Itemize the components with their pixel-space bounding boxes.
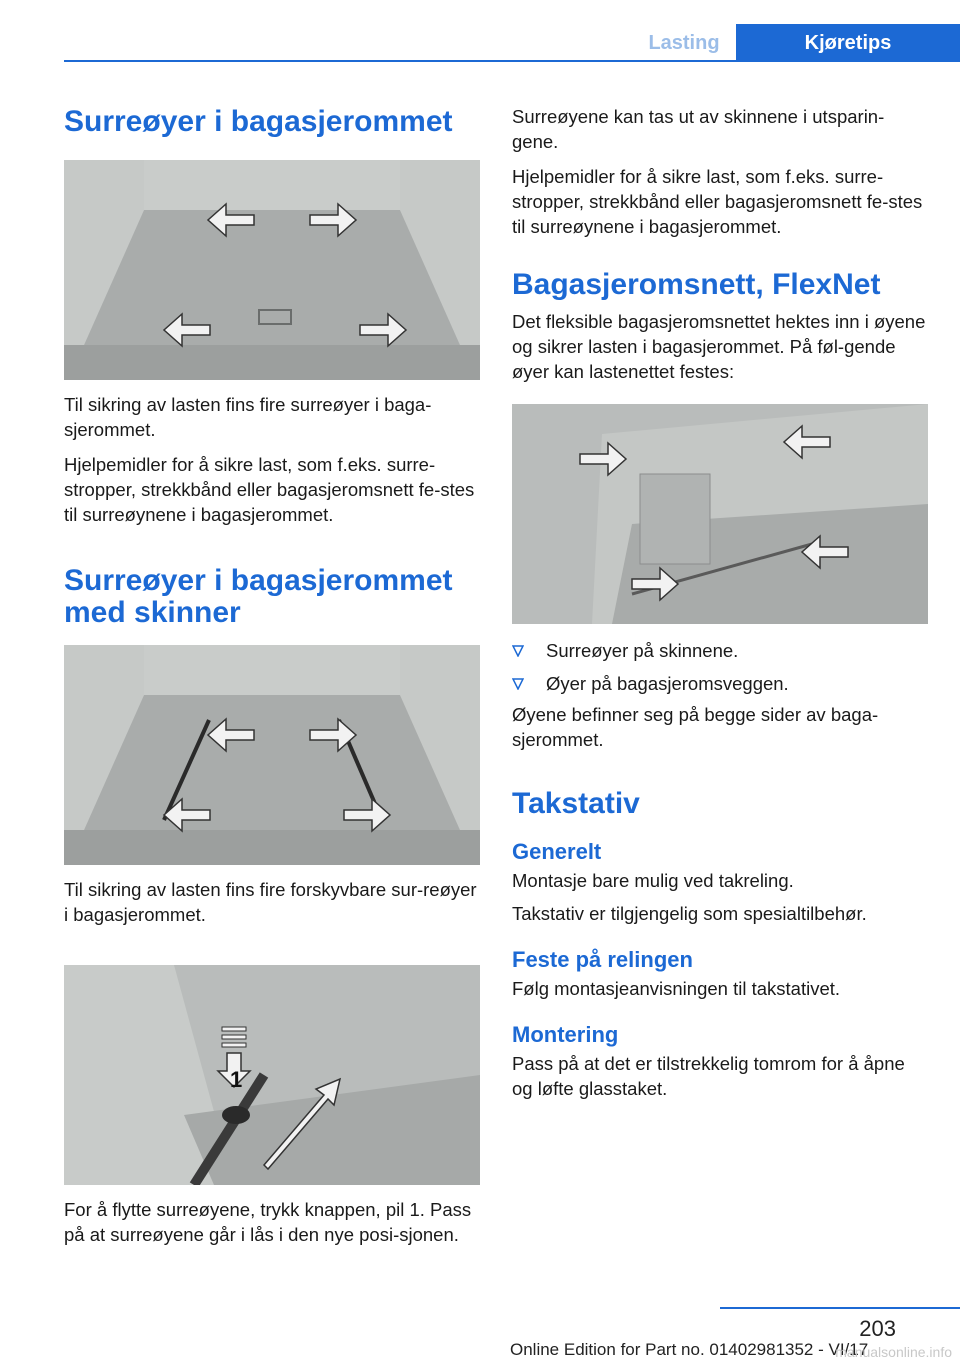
tab-kjoretips-label: Kjøretips — [804, 31, 892, 54]
cargo-area-image-2 — [64, 645, 480, 865]
subheading-general: Generelt — [512, 839, 602, 864]
paragraph: For å flytte surreøyene, trykk knappen, … — [64, 1199, 472, 1245]
paragraph: Takstativ er tilgjengelig som spesialtil… — [512, 903, 867, 924]
cargo-area-image-1 — [64, 160, 480, 380]
list-item-text: Øyer på bagasjeromsveggen. — [546, 673, 789, 694]
heading-flexnet: Bagasjeromsnett, FlexNet — [512, 268, 881, 301]
paragraph: Pass på at det er tilstrekkelig tomrom f… — [512, 1053, 905, 1099]
triangle-bullet-icon — [512, 678, 524, 690]
left-column: Surreøyer i bagasjerommet Til sikring av… — [64, 96, 480, 1247]
paragraph: Hjelpemidler for å sikre last, som f.eks… — [512, 166, 923, 237]
right-column: Surreøyene kan tas ut av skinnene i utsp… — [512, 96, 928, 1101]
edition-line: Online Edition for Part no. 01402981352 … — [510, 1340, 869, 1359]
list-item-text: Surreøyer på skinnene. — [546, 640, 739, 661]
tab-kjoretips[interactable]: Kjøretips — [736, 24, 960, 62]
watermark: manualsonline.info — [835, 1344, 952, 1360]
list-item: Surreøyer på skinnene. — [512, 638, 928, 663]
eye-list: Surreøyer på skinnene. Øyer på bagasjero… — [512, 638, 928, 696]
paragraph: Det fleksible bagasjeromsnettet hektes i… — [512, 311, 926, 382]
heading-lashing-eyes-rails: Surreøyer i bagasjerommet med skinner — [64, 564, 453, 629]
header-rule — [64, 60, 960, 62]
subheading-mounting: Montering — [512, 1022, 619, 1047]
subheading-rail-mount: Feste på relingen — [512, 947, 693, 972]
paragraph: Montasje bare mulig ved takreling. — [512, 870, 794, 891]
paragraph: Til sikring av lasten fins fire forskyvb… — [64, 879, 477, 925]
heading-lashing-eyes: Surreøyer i bagasjerommet — [64, 105, 453, 138]
page-number: 203 — [859, 1316, 896, 1341]
paragraph: Øyene befinner seg på begge sider av bag… — [512, 704, 879, 750]
flexnet-image — [512, 404, 928, 624]
heading-roof-rack: Takstativ — [512, 787, 640, 820]
footer-rule — [720, 1307, 960, 1309]
list-item: Øyer på bagasjeromsveggen. — [512, 671, 928, 696]
paragraph: Til sikring av lasten fins fire surreøye… — [64, 394, 432, 440]
triangle-bullet-icon — [512, 645, 524, 657]
paragraph: Surreøyene kan tas ut av skinnene i utsp… — [512, 106, 885, 152]
callout-number-1: 1 — [230, 1067, 243, 1092]
rail-button-image: 1 — [64, 965, 480, 1185]
paragraph: Hjelpemidler for å sikre last, som f.eks… — [64, 454, 475, 525]
paragraph: Følg montasjeanvisningen til takstativet… — [512, 978, 841, 999]
tab-lasting[interactable]: Lasting — [648, 32, 720, 54]
